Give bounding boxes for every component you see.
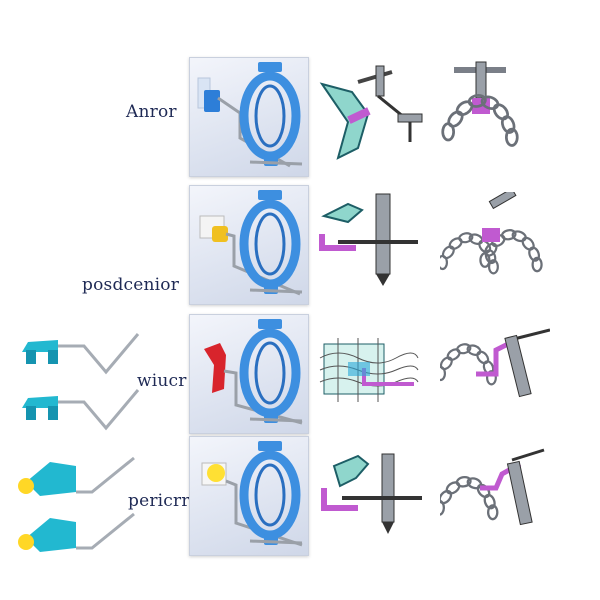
sensor-clamp-icon (318, 190, 428, 300)
bent-wire-holder-icon (14, 322, 154, 402)
bent-wire-holder-icon (14, 378, 154, 458)
row-label-bitewing: wiucr (137, 371, 187, 391)
sensor-clamp-icon (318, 62, 428, 172)
chain-arm-icon (440, 444, 550, 554)
chain-arm-icon (440, 58, 550, 168)
row-label-periapical: pericrr (128, 491, 190, 511)
periapical-holder-photo-icon (189, 436, 309, 556)
bent-wire-holder-icon (10, 508, 150, 588)
row-label-posterior: posdcenior (82, 275, 180, 295)
row-label-anterior: Anror (126, 102, 177, 122)
chain-arm-icon (440, 320, 550, 430)
sensor-clamp-icon (318, 318, 428, 428)
bent-wire-holder-icon (10, 452, 150, 532)
chain-arm-icon (440, 192, 550, 302)
sensor-clamp-icon (318, 440, 428, 550)
anterior-holder-photo-icon (189, 57, 309, 177)
posterior-holder-photo-icon (189, 185, 309, 305)
bitewing-holder-photo-icon (189, 314, 309, 434)
